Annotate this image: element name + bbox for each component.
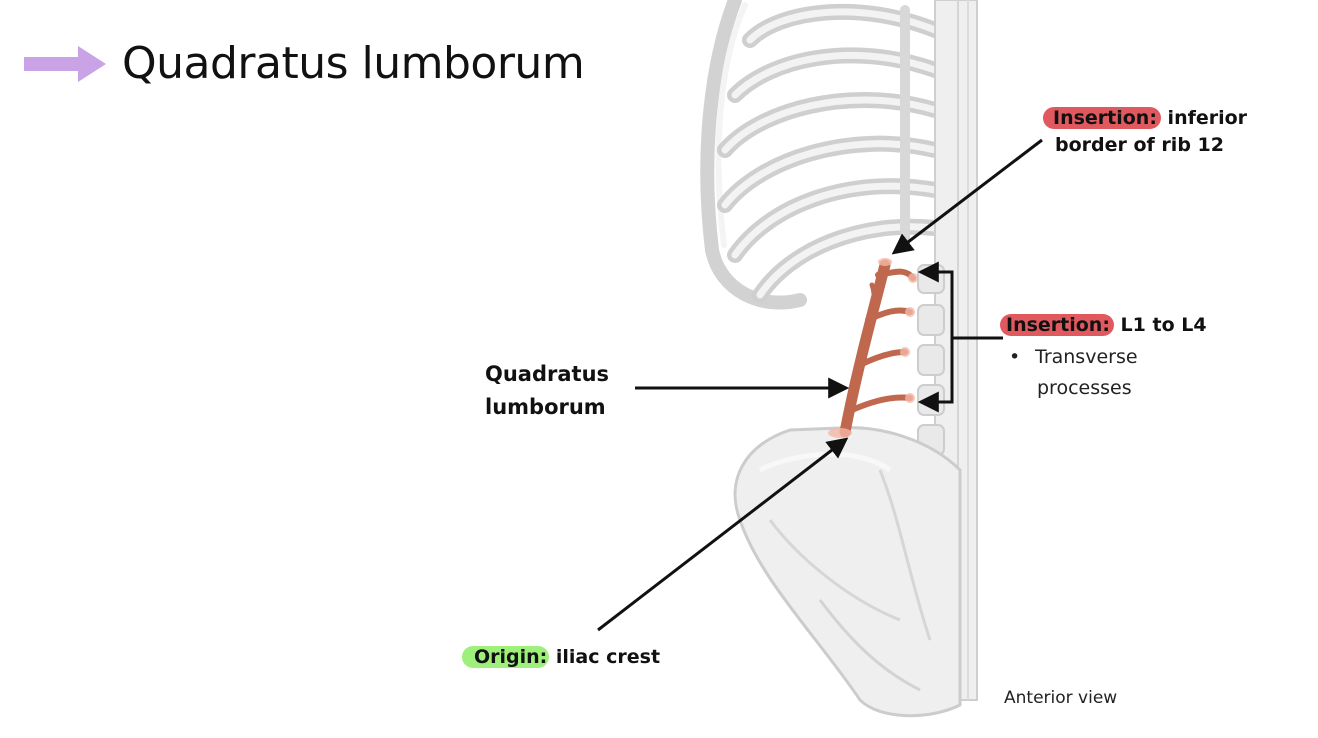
title-row: Quadratus lumborum xyxy=(22,38,585,89)
arrow-right-icon xyxy=(24,45,106,82)
insertion-rib-label: Insertion: inferior border of rib 12 xyxy=(1043,105,1247,159)
view-caption: Anterior view xyxy=(1004,688,1118,708)
insertion-lumbar-bullet: •Transverse processes xyxy=(1009,346,1138,399)
origin-tag: Origin: xyxy=(462,646,550,668)
pelvis xyxy=(733,426,962,718)
rib-cage xyxy=(700,0,943,310)
pointer-arrows xyxy=(597,138,1043,632)
insertion-lumbar-label: Insertion: L1 to L4 xyxy=(1000,312,1207,339)
origin-label: Origin: iliac crest xyxy=(462,644,660,671)
insertion-rib-tag: Insertion: xyxy=(1043,107,1161,129)
insertion-lumbar-tag: Insertion: xyxy=(1000,314,1114,336)
slide-title: Quadratus lumborum xyxy=(122,38,585,89)
muscle-label: Quadratus lumborum xyxy=(485,362,610,419)
